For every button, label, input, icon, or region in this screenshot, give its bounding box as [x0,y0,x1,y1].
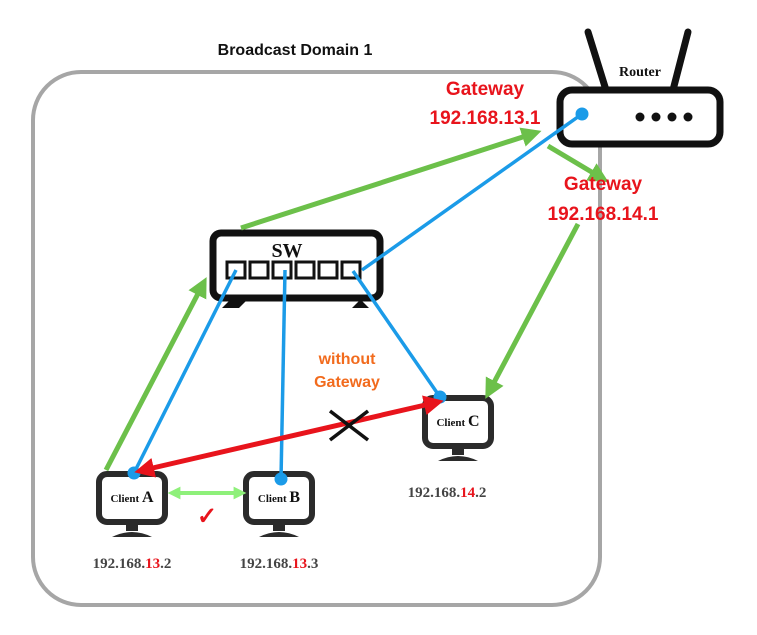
link-dot-client-c [433,390,447,404]
switch-icon[interactable] [209,229,384,308]
client-c-ip: 192.168.14.2 [408,485,487,501]
gateway-1-ip: 192.168.13.1 [430,108,541,129]
router-icon[interactable] [556,28,724,148]
broadcast-domain-boundary [31,70,602,607]
client-b-ip-subnet: 13 [292,556,307,572]
router-label: Router [619,65,661,80]
switch-label: SW [271,240,302,262]
gateway-2-ip: 192.168.14.1 [548,204,659,225]
client-b-ip-prefix: 192.168. [240,556,293,572]
client-c-ip-host: .2 [475,485,486,501]
broadcast-domain-label: Broadcast Domain 1 [218,42,373,59]
green-path-router-to-gateway2 [546,143,609,183]
client-b-ip-host: .3 [307,556,318,572]
green-path-gateway2-to-client-c [485,222,581,399]
gateway-1-title: Gateway [446,79,525,100]
without-gateway-line1: without [318,351,377,368]
client-a-label-prefix: Client [110,493,141,505]
client-c-ip-prefix: 192.168. [408,485,461,501]
gateway-2-title: Gateway [564,174,643,195]
green-path-switch-to-router [240,127,542,231]
ok-check-icon: ✓ [197,503,217,530]
without-gateway-line2: Gateway [314,374,380,391]
client-c-label-prefix: Client [436,417,467,429]
client-b-label-letter: B [289,489,300,506]
client-b-label: Client B [258,489,300,506]
client-b-label-prefix: Client [258,493,289,505]
link-dot-router [575,107,589,121]
client-c-ip-subnet: 14 [460,485,476,501]
client-c-label-letter: C [468,413,480,430]
client-c-icon[interactable] [422,395,494,461]
link-dot-client-a [127,466,141,480]
client-a-label-letter: A [142,489,154,506]
client-a-ip: 192.168.13.2 [93,556,172,572]
client-b-ip: 192.168.13.3 [240,556,319,572]
link-dot-client-b [274,472,288,486]
red-path-client-a-client-c [134,395,444,478]
blocked-x-icon [328,409,370,442]
client-c-label: Client C [436,413,479,430]
link-client-a-switch [132,269,238,474]
client-a-ip-subnet: 13 [145,556,160,572]
green-path-a-to-switch [103,277,207,472]
client-a-ip-prefix: 192.168. [93,556,146,572]
client-a-ip-host: .2 [160,556,171,572]
client-a-label: Client A [110,489,153,506]
link-router-switch [360,112,584,272]
client-a-icon[interactable] [96,471,168,537]
link-client-c-switch [351,270,442,398]
